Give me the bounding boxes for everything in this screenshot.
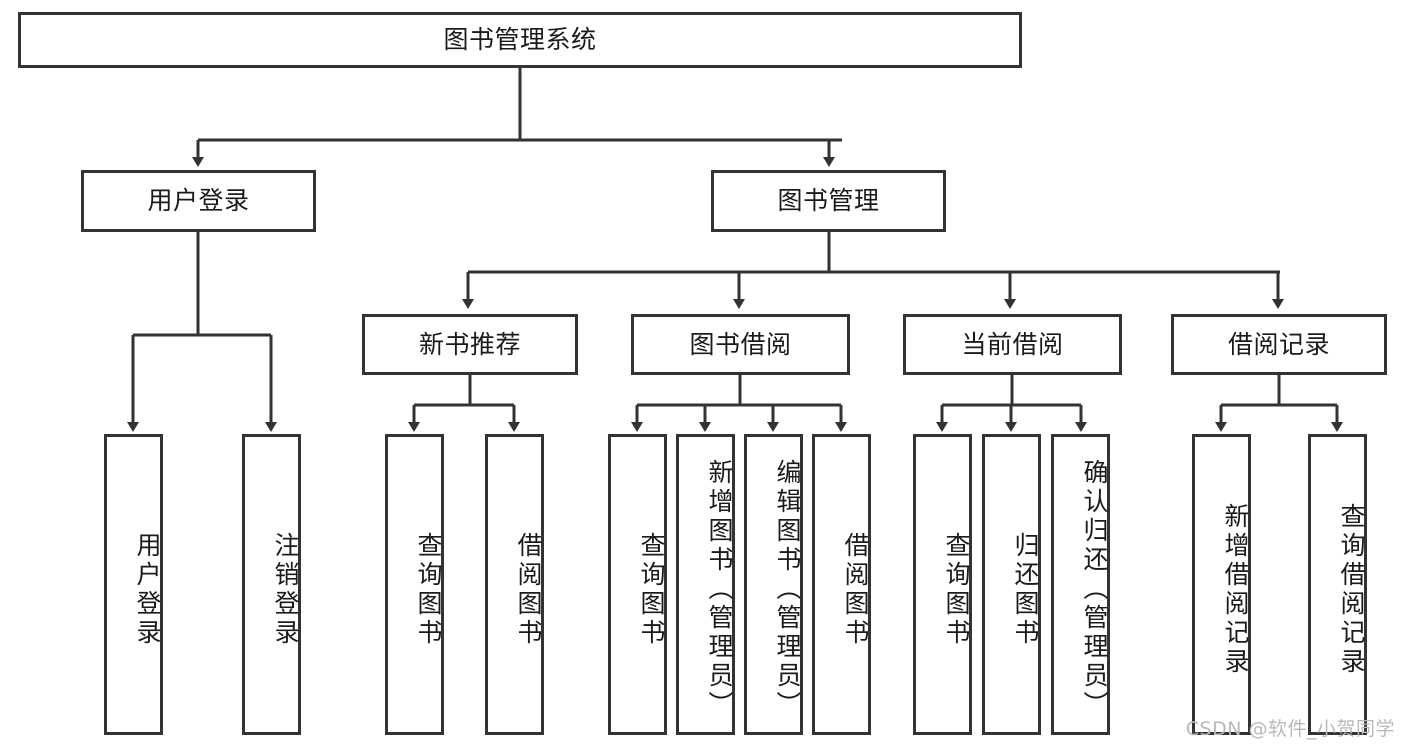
leaf-query-book-new[interactable]: 查询图书 [385,434,444,735]
watermark: CSDN @软件_小贺同学 [1185,718,1395,740]
leaf-user-login[interactable]: 用户登录 [104,434,163,735]
leaf-query-borrow-record[interactable]: 查询借阅记录 [1308,434,1367,735]
node-label: 图书管理系统 [443,25,597,55]
node-label: 借阅记录 [1227,329,1330,359]
node-label: 借阅图书 [514,531,543,648]
leaf-add-book-admin[interactable]: 新增图书（管理员） [676,434,735,735]
leaf-borrow-book[interactable]: 借阅图书 [812,434,871,735]
node-label: 当前借阅 [961,329,1064,359]
leaf-query-book-current[interactable]: 查询图书 [913,434,972,735]
node-label: 查询借阅记录 [1337,502,1366,677]
node-label: 注销登录 [271,531,300,648]
node-label: 归还图书 [1011,531,1040,648]
node-label: 确认归还（管理员） [1080,459,1109,720]
leaf-confirm-return-admin[interactable]: 确认归还（管理员） [1051,434,1110,735]
node-user-login[interactable]: 用户登录 [81,170,316,232]
node-borrow-records[interactable]: 借阅记录 [1171,314,1387,375]
node-label: 新增借阅记录 [1221,502,1250,677]
node-label: 新增图书（管理员） [705,459,734,720]
node-label: 借阅图书 [841,531,870,648]
node-label: 图书借阅 [689,329,792,359]
leaf-borrow-book-new[interactable]: 借阅图书 [485,434,544,735]
node-root-system[interactable]: 图书管理系统 [18,12,1022,68]
node-label: 编辑图书（管理员） [773,459,802,720]
node-label: 查询图书 [637,531,666,648]
node-label: 查询图书 [414,531,443,648]
node-label: 用户登录 [147,186,250,216]
node-current-borrow[interactable]: 当前借阅 [903,314,1122,375]
node-book-borrow[interactable]: 图书借阅 [631,314,850,375]
node-label: 用户登录 [133,531,162,648]
leaf-add-borrow-record[interactable]: 新增借阅记录 [1192,434,1251,735]
node-new-book-recommend[interactable]: 新书推荐 [362,314,578,375]
leaf-return-book[interactable]: 归还图书 [982,434,1041,735]
leaf-logout[interactable]: 注销登录 [242,434,301,735]
node-book-management[interactable]: 图书管理 [711,170,946,232]
leaf-edit-book-admin[interactable]: 编辑图书（管理员） [744,434,803,735]
node-label: 图书管理 [777,186,880,216]
leaf-query-book[interactable]: 查询图书 [608,434,667,735]
node-label: 新书推荐 [418,329,521,359]
node-label: 查询图书 [942,531,971,648]
